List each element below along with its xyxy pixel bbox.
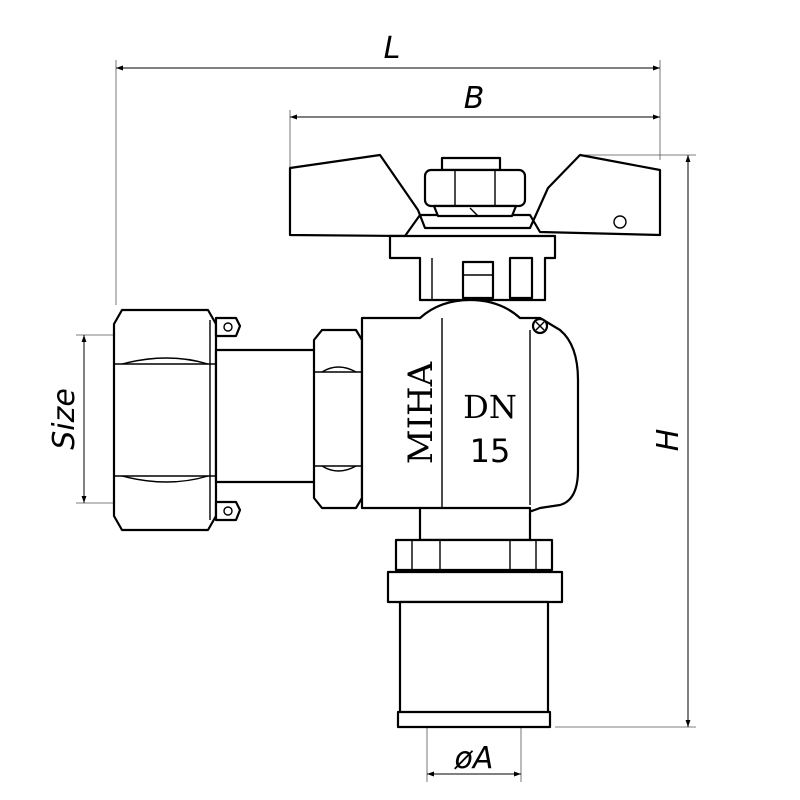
- dimension-a: øA: [426, 728, 522, 782]
- dimension-h: H: [555, 154, 696, 728]
- body-hex: [312, 328, 364, 510]
- dimension-h-label: H: [651, 429, 686, 452]
- union-nut: [112, 308, 242, 532]
- pipe-insert: [396, 600, 552, 729]
- dimension-b: B: [289, 81, 660, 168]
- press-sleeve: [386, 570, 564, 604]
- dimension-size: Size: [47, 334, 122, 504]
- brand-marking: MIHA: [401, 361, 441, 464]
- outlet-neck: [394, 506, 554, 572]
- connector-tube: [214, 348, 318, 484]
- dimension-b-label: B: [464, 81, 485, 116]
- dimension-a-label: øA: [454, 741, 494, 776]
- dimension-l-label: L: [384, 31, 401, 66]
- dn-label: DN: [463, 388, 517, 426]
- handle-nut: [423, 156, 527, 218]
- butterfly-handle: [288, 153, 662, 302]
- dimension-l: L: [115, 31, 661, 305]
- valve-body: MIHA DN 15: [360, 298, 580, 522]
- dn-value: 15: [470, 432, 511, 470]
- dimension-size-label: Size: [47, 388, 82, 450]
